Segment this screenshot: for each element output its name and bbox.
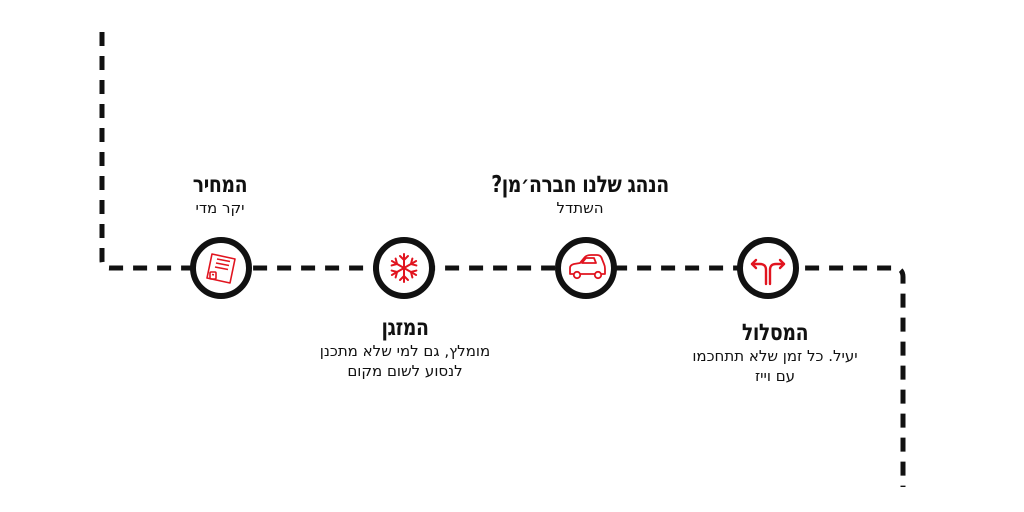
step-title: המסלול [741, 320, 809, 346]
snowflake-icon [390, 253, 418, 283]
step-label-route: המסלול יעיל. כל זמן שלא תתחכמו עם וייז [640, 320, 910, 386]
step-label-ac: המזגן מומלץ, גם למי שלא מתכנן לנסוע לשום… [270, 315, 540, 381]
step-node-driver [555, 237, 617, 299]
route-split-icon [750, 258, 786, 286]
step-title: המזגן [381, 315, 429, 341]
step-node-route [737, 237, 799, 299]
car-icon [569, 254, 606, 280]
step-label-price: המחיר יקר מדי [145, 172, 295, 218]
step-description-line: מומלץ, גם למי שלא מתכנן [319, 342, 491, 360]
step-title: המחיר [192, 172, 248, 198]
step-description-line: יקר מדי [195, 199, 245, 217]
dashed-route-line [99, 32, 906, 487]
step-label-driver: הנהג שלנו חברה׳מן? השתדל [445, 172, 715, 218]
receipt-icon [206, 253, 236, 284]
step-description-line: השתדל [556, 199, 604, 217]
step-description-line: עם וייז [754, 367, 796, 385]
step-node-ac [373, 237, 435, 299]
step-title: הנהג שלנו חברה׳מן? [491, 172, 669, 198]
step-node-price [190, 237, 252, 299]
step-description-line: יעיל. כל זמן שלא תתחכמו [692, 347, 858, 365]
step-description-line: לנסוע לשום מקום [347, 362, 463, 380]
